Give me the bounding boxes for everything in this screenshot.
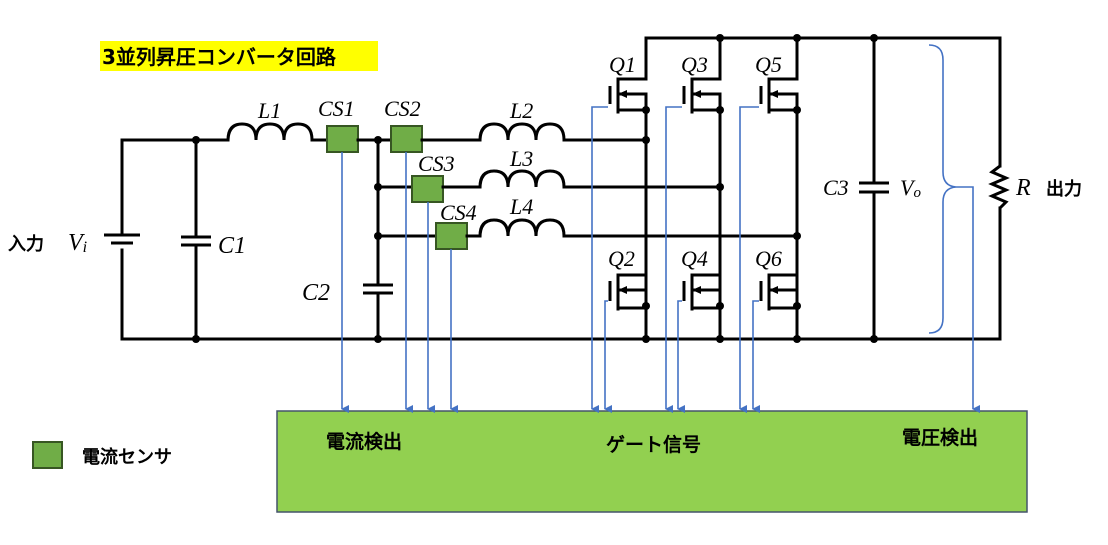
cs1-label: CS1 [318,96,355,121]
q6-label: Q6 [755,246,782,271]
c2-label: C2 [302,280,330,306]
l4-label: L4 [509,194,533,219]
q2-label: Q2 [608,246,635,271]
mosfet-q4 [682,260,724,311]
mosfet-q6 [759,260,801,311]
current-sensor-cs4 [435,222,468,250]
input-voltage-symbol: Vi [68,230,87,256]
q2-gate-line [604,300,612,413]
q1-gate-line [591,106,608,413]
current-sensor-cs2 [390,125,423,153]
inductor-l1 [226,122,329,142]
resistor-label: R [1015,175,1031,201]
cs2-label: CS2 [384,96,421,121]
capacitor-c1 [181,138,211,341]
c3-label: C3 [823,175,849,200]
q1-label: Q1 [609,52,636,77]
q5-gate-line [739,106,759,413]
diagram-title: 3並列昇圧コンバータ回路 [102,45,337,69]
inductor-l2 [478,122,648,142]
junction-node [374,335,382,343]
capacitor-c3 [859,36,889,341]
output-label: 出力 [1046,178,1082,200]
q3-label: Q3 [681,52,708,77]
q4-gate-line [677,300,685,413]
output-voltage-brace [928,44,957,334]
legend-sensor-swatch [32,441,63,469]
l2-label: L2 [509,98,533,123]
input-battery-branch [104,138,140,341]
inductor-l4 [478,218,799,238]
controller-block [276,410,1028,513]
current-sensor-cs1 [326,125,359,153]
current-detect-label: 電流検出 [326,430,402,453]
cs3-label: CS3 [418,151,455,176]
mosfet-q2 [608,260,650,311]
input-label: 入力 [8,234,44,255]
current-sensor-cs3 [411,175,444,203]
mosfet-q5 [759,36,801,341]
gate-signal-label: ゲート信号 [606,433,701,456]
q5-label: Q5 [755,52,782,77]
q6-gate-line [752,300,760,413]
voltage-signal-line [956,186,980,413]
output-voltage-symbol: Vo [900,175,921,201]
l1-label: L1 [257,98,281,123]
resistor-r [988,36,1010,341]
inductor-l3 [478,169,722,189]
q4-label: Q4 [681,246,708,271]
q3-gate-line [665,106,682,413]
l3-label: L3 [509,146,533,171]
c1-label: C1 [218,233,246,259]
title-highlight [100,41,378,71]
junction-node [192,335,200,343]
legend-sensor-label: 電流センサ [82,446,172,468]
capacitor-c2 [363,277,393,341]
voltage-detect-label: 電圧検出 [902,426,978,449]
cs4-label: CS4 [440,200,477,225]
